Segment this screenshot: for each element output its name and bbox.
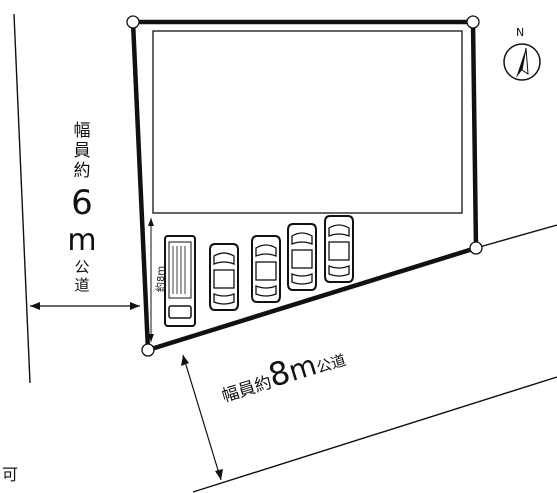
parking-car xyxy=(209,243,239,311)
west-road-width-dimension xyxy=(30,302,140,310)
west-road-label-char: 道 xyxy=(74,276,89,294)
west-road-label-char: 幅 xyxy=(74,121,91,141)
south-road-width-dimension xyxy=(181,354,223,481)
corner-marker-ne xyxy=(466,15,480,29)
west-road-label-char: 員 xyxy=(74,141,91,161)
north-arrow-compass: N xyxy=(503,26,541,81)
corner-marker-sw xyxy=(141,343,155,357)
compass-north-label: N xyxy=(516,26,524,39)
south-road-far-edge xyxy=(192,376,557,493)
south-road-label: 幅員約8m公道 xyxy=(215,336,349,410)
parking-car xyxy=(287,223,317,291)
south-road-near-edge xyxy=(475,224,557,249)
footer-char: 可 xyxy=(2,465,18,484)
parking-depth-dimension: 約8m xyxy=(148,218,167,342)
parking-van xyxy=(164,235,196,327)
south-road-label-suffix: 公道 xyxy=(314,351,348,377)
west-road-label-number: 6 xyxy=(71,183,93,223)
south-road-label-prefix: 幅員約 xyxy=(220,373,275,407)
parking-vehicles xyxy=(164,215,354,327)
west-road-label-char: 公 xyxy=(74,258,89,276)
parking-depth-label: 約8m xyxy=(154,266,167,292)
corner-marker-se xyxy=(469,241,483,255)
west-road-label-unit: m xyxy=(67,223,96,258)
svg-text:幅員約8m公道: 幅員約8m公道 xyxy=(215,336,349,410)
west-road-label: 幅 員 約 6 m 公 道 xyxy=(67,121,96,294)
west-road-label-char: 約 xyxy=(74,161,91,181)
parking-car xyxy=(324,215,354,283)
parking-car xyxy=(251,235,281,303)
corner-marker-nw xyxy=(126,15,140,29)
west-road-far-edge xyxy=(13,13,31,384)
building-footprint xyxy=(152,30,463,214)
north-arrow-icon xyxy=(516,48,526,78)
